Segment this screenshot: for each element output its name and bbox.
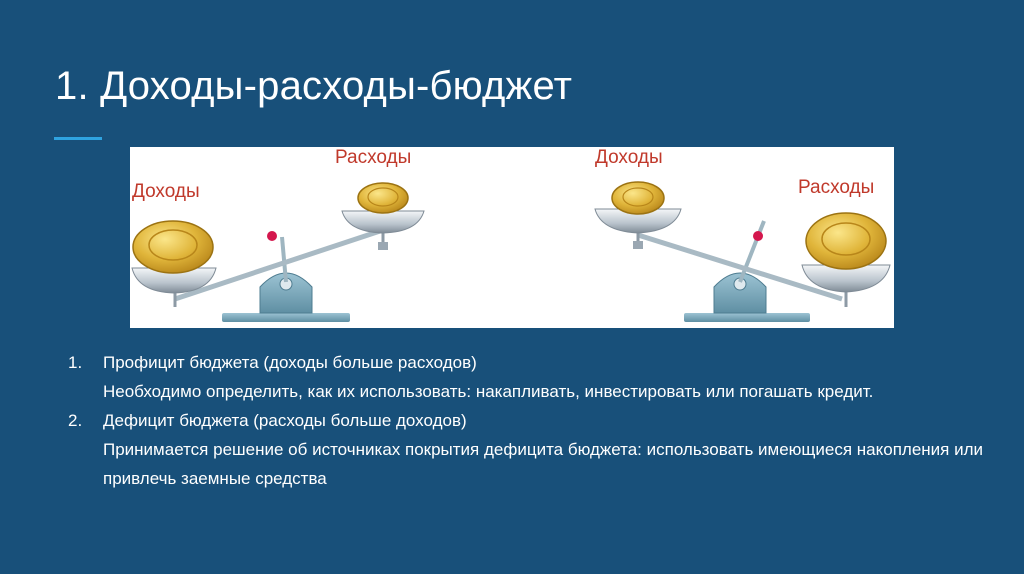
slide-title: 1. Доходы-расходы-бюджет [55,64,573,108]
list-number: 1. [68,353,83,372]
scale-icon [594,208,891,322]
right-scale: Доходы Расходы [594,147,891,322]
list-text: Необходимо определить, как их использова… [103,382,874,401]
list-item: 1. Профицит бюджета (доходы больше расхо… [68,348,988,406]
list-heading: Профицит бюджета (доходы больше расходов… [103,353,477,372]
left-scale-label-expenses: Расходы [335,147,411,168]
budget-list: 1. Профицит бюджета (доходы больше расхо… [68,348,988,493]
scales-svg: Доходы Расходы [131,147,891,322]
list-number: 2. [68,411,83,430]
right-scale-label-expenses: Расходы [798,177,874,198]
list-item: 2. Дефицит бюджета (расходы больше доход… [68,406,988,493]
left-scale-label-income: Доходы [132,181,200,202]
balance-scales-illustration: Доходы Расходы [130,147,894,328]
list-text: Принимается решение об источниках покрыт… [103,440,984,488]
coin-icon [611,181,665,215]
coin-icon [132,220,214,274]
title-underline [54,137,102,140]
left-scale: Доходы Расходы [131,147,425,322]
coin-icon [805,212,887,270]
right-scale-label-income: Доходы [595,147,663,168]
scale-icon [131,210,425,322]
coin-icon [357,182,409,214]
list-heading: Дефицит бюджета (расходы больше доходов) [103,411,467,430]
